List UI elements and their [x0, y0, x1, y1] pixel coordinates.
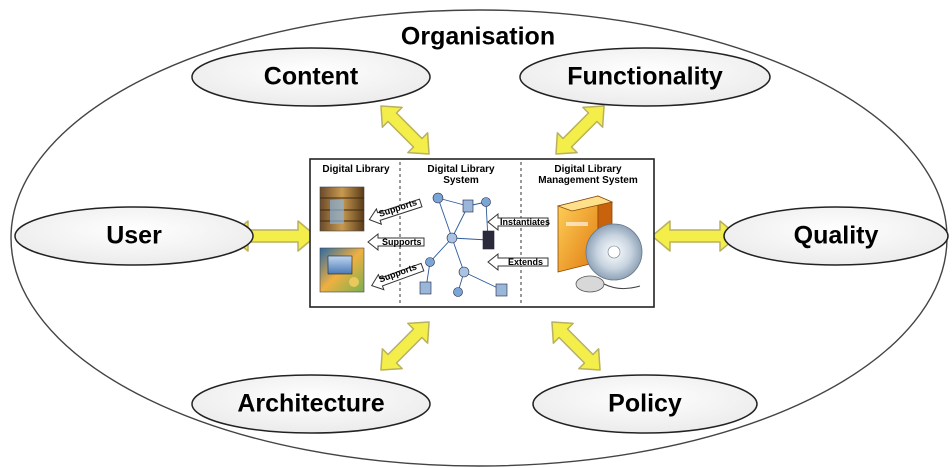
library-shelf-image	[319, 186, 365, 232]
supports-arrow-1	[368, 198, 423, 226]
concept-policy: Policy	[608, 389, 682, 418]
network-nodes	[419, 192, 508, 297]
concept-user: User	[106, 221, 162, 250]
oval-content	[191, 47, 431, 107]
extends-label: Extends	[508, 257, 544, 267]
panel-title-dl-system-line1: Digital Library	[427, 164, 495, 175]
instantiates-label: Instantiates	[500, 217, 551, 227]
panel-title-digital-library-text: Digital Library	[322, 164, 390, 175]
oval-architecture	[191, 374, 431, 434]
concept-content: Content	[263, 62, 359, 91]
panel-title-dlms: Digital Library Management System	[523, 164, 653, 186]
mouse-icon	[575, 275, 641, 293]
panel-title-dl-system: Digital Library System	[402, 164, 520, 186]
extends-arrow	[487, 252, 549, 272]
arrow-functionality	[555, 105, 605, 155]
oval-user	[14, 206, 254, 266]
panel-title-dlms-line2: Management System	[538, 175, 638, 186]
concept-quality: Quality	[793, 221, 879, 250]
concept-functionality: Functionality	[567, 62, 723, 91]
supports-arrow-2	[367, 232, 425, 252]
computer-screen-image	[319, 247, 365, 293]
relation-arrows	[229, 105, 739, 371]
supports-arrow-3	[370, 262, 425, 291]
arrow-architecture	[380, 321, 430, 371]
arrow-content	[380, 105, 430, 155]
supports-label-2: Supports	[382, 237, 422, 247]
panel-title-dl-system-line2: System	[443, 175, 479, 186]
organisation-title: Organisation	[400, 22, 556, 51]
cd-icon	[585, 223, 643, 281]
concept-architecture: Architecture	[237, 389, 385, 418]
arrow-policy	[551, 321, 601, 371]
panel-title-dlms-line1: Digital Library	[554, 164, 622, 175]
panel-title-digital-library: Digital Library	[312, 164, 400, 175]
instantiates-arrow	[487, 212, 549, 232]
oval-quality	[723, 206, 949, 266]
oval-functionality	[519, 47, 771, 107]
oval-policy	[532, 374, 758, 434]
central-panel	[309, 158, 655, 308]
